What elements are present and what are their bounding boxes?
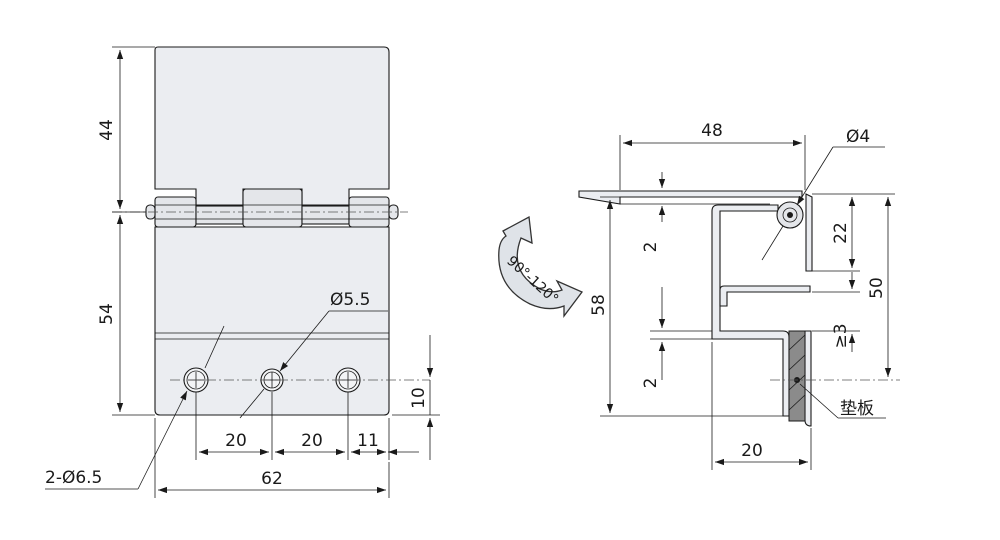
pin-circle [782,207,798,223]
dim-54-label: 54 [97,303,117,325]
dim-50: 50 [867,197,892,377]
bracket-step [719,285,811,307]
dim-hole-small-label: Ø5.5 [330,290,370,310]
dim-thickness-lower: 2 [641,287,712,388]
rotation-arrow-icon [498,215,584,318]
side-view: 48 Ø4 2 2 58 [578,121,900,470]
dim-62-label: 62 [261,469,283,489]
dim-pitch-2-label: 20 [301,431,323,451]
dim-pitch-1-label: 20 [225,431,247,451]
dim-pin: Ø4 [761,127,885,261]
top-plate [578,190,803,205]
dim-62: 62 [154,418,390,498]
dim-48-label: 48 [701,121,723,141]
dim-10-label: 10 [409,387,429,409]
dim-pin-label: Ø4 [846,127,870,147]
dim-48: 48 [619,121,806,190]
pad-callout: 垫板 [799,383,886,419]
dim-min-3-label: ≥3 [831,323,851,348]
dim-22-label: 22 [831,222,851,244]
dim-hole-large-label: 2-Ø6.5 [45,468,102,488]
dim-bottom-20-label: 20 [741,441,763,461]
outer-leaf [805,193,813,272]
dim-58-label: 58 [589,294,609,316]
front-view: 44 54 Ø5.5 2-Ø6.5 [45,46,440,498]
dim-edge-label: 11 [357,431,379,451]
dim-10: 10 [392,335,440,460]
dim-2-upper-label: 2 [641,242,661,253]
pad-label: 垫板 [840,399,874,419]
dim-22: 22 [812,193,895,272]
outer-leaf-lower [804,330,812,427]
dim-50-label: 50 [867,277,887,299]
lower-leaf [154,226,390,416]
dim-44-label: 44 [97,119,117,141]
rotation-indicator: 90°-120° [498,215,584,318]
upper-leaf [154,46,390,206]
dim-hole-large: 2-Ø6.5 [45,325,225,490]
dim-58: 58 [589,196,789,417]
dim-54: 54 [97,215,155,416]
dim-chain: 20 20 11 [195,392,419,460]
dim-min-3: ≥3 [812,272,860,352]
dim-2-lower-label: 2 [641,378,661,389]
dim-thickness-upper: 2 [641,172,666,253]
knuckle-barrel [145,188,399,228]
dim-bottom-20: 20 [711,342,812,470]
bracket-profile [711,204,790,417]
dim-hole-small: Ø5.5 [239,290,388,419]
dim-44: 44 [97,46,155,213]
